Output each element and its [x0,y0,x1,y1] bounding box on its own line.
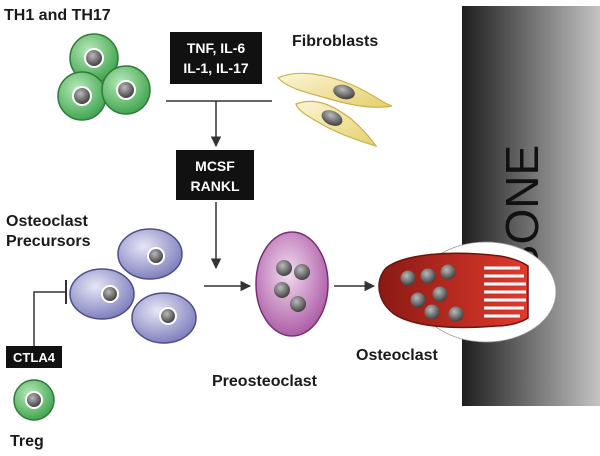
nucleus-icon [86,50,102,66]
fibroblast-group [276,72,393,148]
mcsf-rankl-box: MCSF RANKL [176,150,254,200]
mcsf-label: MCSF [195,158,235,174]
osteoclast-cell [378,241,557,343]
th-cell [69,33,119,83]
osteoclast-label: Osteoclast [356,347,438,364]
treg-cell [13,379,55,421]
nucleus-icon [118,82,134,98]
precursor-cell [131,292,197,344]
fibroblast-cell [295,100,378,148]
precursor-cell [117,228,183,280]
nucleus-icon [424,304,440,320]
nucleus-icon [294,264,310,280]
precursor-cluster [69,228,197,344]
precursor-cell [69,268,135,320]
nucleus-icon [103,287,117,301]
cytokines-line2: IL-1, IL-17 [183,60,249,76]
preosteoclast-cell [255,231,329,337]
inhibition-line [33,280,67,360]
nucleus-icon [149,249,163,263]
precursors-label-line1: Osteoclast [6,213,88,230]
nucleus-icon [432,286,448,302]
ctla4-label: CTLA4 [13,350,56,365]
rankl-label: RANKL [191,178,240,194]
nucleus-icon [161,309,175,323]
bone-block: BONE [462,6,600,406]
precursors-label-line2: Precursors [6,233,91,250]
cytokines-box: TNF, IL-6 IL-1, IL-17 [170,32,262,84]
nucleus-icon [276,260,292,276]
ctla4-box: CTLA4 [6,346,62,368]
nucleus-icon [74,88,90,104]
preosteoclast-label: Preosteoclast [212,373,318,390]
fibroblast-cell [276,72,393,108]
nucleus-icon [27,393,41,407]
th-cells-label: TH1 and TH17 [4,7,111,24]
cytokines-line1: TNF, IL-6 [187,40,246,56]
nucleus-icon [448,306,464,322]
nucleus-icon [400,270,416,286]
nucleus-icon [440,264,456,280]
th-cell-cluster [57,33,151,121]
nucleus-icon [321,110,343,126]
nucleus-icon [420,268,436,284]
nucleus-icon [290,296,306,312]
th-cell [57,71,107,121]
th-cell [101,65,151,115]
treg-label: Treg [10,433,44,450]
nucleus-icon [333,84,355,100]
nucleus-icon [274,282,290,298]
nucleus-icon [410,292,426,308]
fibroblasts-label: Fibroblasts [292,33,378,50]
ruffled-border [484,266,526,318]
